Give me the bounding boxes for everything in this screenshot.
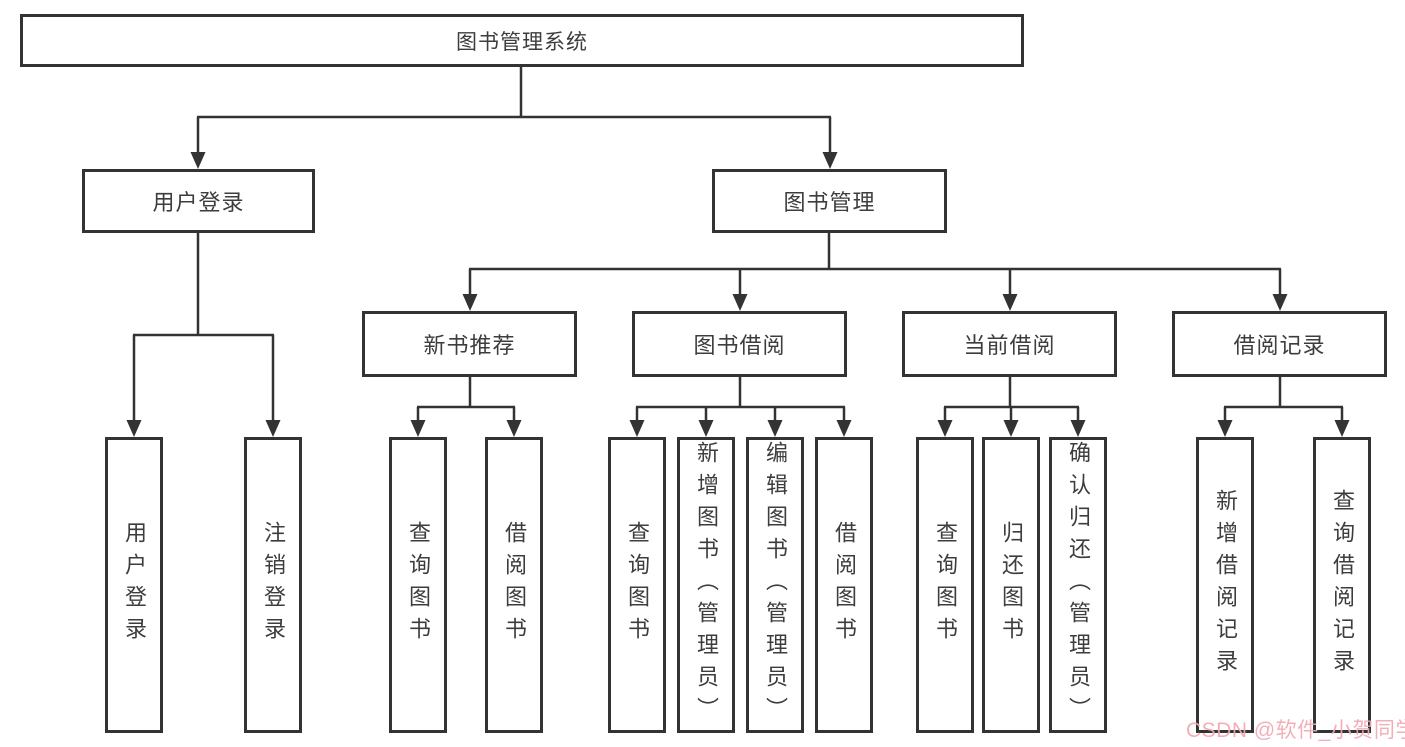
arrowhead	[822, 152, 838, 169]
arrowhead	[1217, 420, 1233, 437]
arrowhead	[265, 420, 281, 437]
arrowhead	[1334, 420, 1350, 437]
arrowhead	[462, 294, 478, 311]
leaf-label: 确认归还（管理员）	[1066, 441, 1091, 729]
arrowhead	[836, 420, 852, 437]
leaf-label: 借阅图书	[832, 521, 857, 649]
node-leaf-query-books-3: 查询图书	[916, 437, 974, 733]
arrowhead	[1002, 294, 1018, 311]
leaf-label: 查询图书	[933, 521, 958, 649]
node-leaf-add-borrow-record: 新增借阅记录	[1196, 437, 1254, 733]
node-leaf-query-books: 查询图书	[389, 437, 447, 733]
node-leaf-borrow-books-2: 借阅图书	[815, 437, 873, 733]
arrowhead	[1003, 420, 1019, 437]
arrowhead	[629, 420, 645, 437]
node-leaf-borrow-books: 借阅图书	[485, 437, 543, 733]
node-leaf-add-books-admin: 新增图书（管理员）	[677, 437, 735, 733]
arrowhead	[126, 420, 142, 437]
leaf-label: 查询图书	[625, 521, 650, 649]
node-leaf-return-books: 归还图书	[982, 437, 1040, 733]
node-book-borrow: 图书借阅	[632, 311, 847, 377]
leaf-label: 编辑图书（管理员）	[763, 441, 788, 729]
node-leaf-logout: 注销登录	[244, 437, 302, 733]
arrowhead	[732, 294, 748, 311]
leaf-label: 查询图书	[406, 521, 431, 649]
node-leaf-query-borrow-record: 查询借阅记录	[1313, 437, 1371, 733]
arrowhead	[698, 420, 714, 437]
leaf-label: 注销登录	[261, 521, 286, 649]
node-borrow-records: 借阅记录	[1172, 311, 1387, 377]
node-current-borrow: 当前借阅	[902, 311, 1117, 377]
watermark: CSDN @软件_小贺同学	[1186, 719, 1405, 742]
leaf-label: 查询借阅记录	[1330, 489, 1355, 681]
leaf-label: 用户登录	[122, 521, 147, 649]
node-leaf-confirm-return-admin: 确认归还（管理员）	[1049, 437, 1107, 733]
leaf-label: 新增图书（管理员）	[694, 441, 719, 729]
arrowhead	[1070, 420, 1086, 437]
arrowhead	[1272, 294, 1288, 311]
node-user-login: 用户登录	[82, 169, 315, 233]
node-leaf-edit-books-admin: 编辑图书（管理员）	[746, 437, 804, 733]
node-new-book-recommend: 新书推荐	[362, 311, 577, 377]
node-leaf-user-login: 用户登录	[105, 437, 163, 733]
leaf-label: 归还图书	[999, 521, 1024, 649]
leaf-label: 新增借阅记录	[1213, 489, 1238, 681]
node-library-system: 图书管理系统	[20, 14, 1024, 67]
arrowhead	[506, 420, 522, 437]
leaf-label: 借阅图书	[502, 521, 527, 649]
arrowhead	[767, 420, 783, 437]
arrowhead	[410, 420, 426, 437]
arrowhead	[937, 420, 953, 437]
node-book-management: 图书管理	[712, 169, 947, 233]
arrowhead	[190, 152, 206, 169]
node-leaf-query-books-2: 查询图书	[608, 437, 666, 733]
